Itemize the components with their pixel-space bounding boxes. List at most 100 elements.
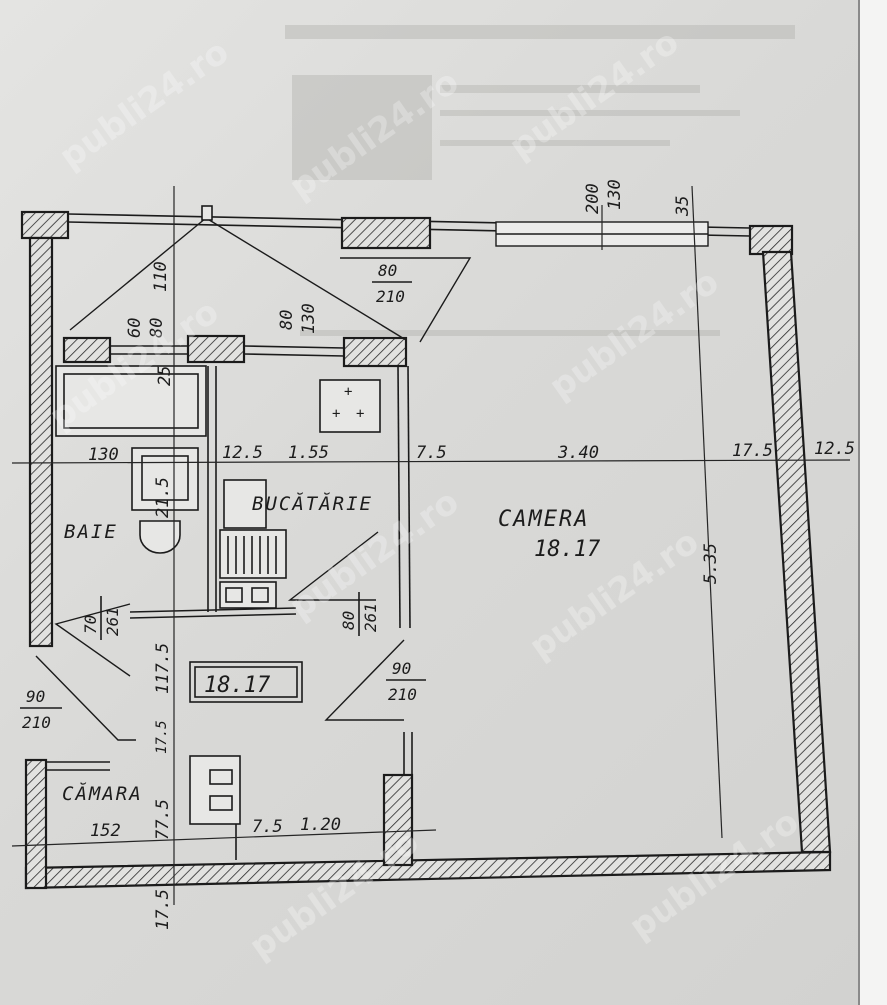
dim-80-b: 80 <box>277 310 297 330</box>
room-area-hall: 18.17 <box>204 673 271 698</box>
door-2-width: 70 <box>81 615 100 634</box>
dim-hall-17-5: 17.5 <box>154 720 170 754</box>
door-swing-5 <box>35 655 136 741</box>
pantry-cabinet-shelf-1 <box>209 769 233 785</box>
dim-117-5: 117.5 <box>153 643 173 694</box>
dim-35: 35 <box>673 196 693 217</box>
room-area-camera: 18.17 <box>534 537 601 562</box>
dim-12-5-b: 12.5 <box>814 439 855 459</box>
dim-line-horizontal-bottom <box>11 829 437 847</box>
door-label-1: 80 210 <box>372 261 412 306</box>
wall-left-upper <box>28 236 54 648</box>
dim-1-20: 1.20 <box>300 815 341 835</box>
door-swing-4 <box>324 639 405 721</box>
door-3-height: 261 <box>361 603 380 632</box>
room-label-camera: CAMERA <box>498 507 589 532</box>
vent-lines <box>69 205 407 341</box>
door-5-width: 90 <box>26 687 45 706</box>
dim-110: 110 <box>151 261 171 292</box>
door-label-2: 70 261 <box>81 596 122 640</box>
pantry-cabinet <box>189 755 241 825</box>
door-swing-3 <box>287 531 379 601</box>
dim-5-35: 5.35 <box>701 543 721 584</box>
door-2-height: 261 <box>103 607 122 636</box>
wall-partition-bath <box>62 336 112 364</box>
wall-top-right <box>748 224 794 256</box>
vent-line-left <box>69 217 207 331</box>
room-label-camara: CĂMARA <box>62 782 143 805</box>
dim-line-horizontal-mid <box>11 459 851 464</box>
dim-1-55: 1.55 <box>288 443 329 463</box>
door-3-width: 80 <box>339 611 358 630</box>
door-1-width: 80 <box>378 261 397 280</box>
kitchen-grill-lines <box>227 536 277 574</box>
kitchen-cooker-ring <box>251 587 269 603</box>
wall-partition-kitchen <box>186 334 246 364</box>
hall-area-box-inner <box>194 666 298 698</box>
wall-top-left <box>20 210 70 240</box>
wall-bath-bottom-inner <box>129 613 297 619</box>
sink-basin <box>141 455 189 501</box>
dim-bottom-7-5: 7.5 <box>252 817 283 837</box>
dim-21-5: 21.5 <box>153 477 173 518</box>
dim-152: 152 <box>90 821 121 841</box>
dim-60: 60 <box>125 318 145 338</box>
stove <box>319 379 381 433</box>
kitchen-cooker-ring <box>225 587 243 603</box>
dim-7-5: 7.5 <box>416 443 447 463</box>
dim-130-a: 130 <box>299 303 319 334</box>
wall-kitchen-right-inner <box>407 365 411 629</box>
kitchen-cabinet <box>223 479 267 529</box>
page-edge <box>858 0 887 1005</box>
door-swing-2 <box>54 603 131 677</box>
watermark: publi24.ro <box>52 32 236 178</box>
door-label-5: 90 210 <box>20 687 62 732</box>
kitchen-sink-counter <box>219 529 287 579</box>
dim-25: 25 <box>155 366 175 386</box>
vent-chimney <box>201 205 213 221</box>
door-4-width: 90 <box>392 659 411 678</box>
window-kitchen-inner <box>243 353 345 357</box>
door-1-height: 210 <box>376 287 405 306</box>
room-label-baie: BAIE <box>64 521 118 543</box>
dim-77-5: 77.5 <box>153 799 173 840</box>
door-5-height: 210 <box>22 713 51 732</box>
door-label-3: 80 261 <box>339 592 380 636</box>
stove-burner: + <box>356 406 364 422</box>
watermark: publi24.ro <box>242 822 426 968</box>
dimension-labels: 110 60 80 80 130 200 130 35 25 130 12.5 … <box>88 179 855 930</box>
wall-partition-kitchen-right <box>342 336 408 368</box>
wall-partition-pantry <box>382 773 414 867</box>
dim-200: 200 <box>583 183 603 214</box>
room-labels: BAIE BUCĂTĂRIE CAMERA 18.17 CĂMARA 18.17 <box>62 492 601 805</box>
ghost-bleed-through <box>285 25 795 336</box>
wall-kitchen-right <box>397 365 401 629</box>
door-label-4: 90 210 <box>386 659 426 704</box>
partitions <box>46 345 413 860</box>
wall-left-lower <box>24 758 48 890</box>
door-swing-1 <box>340 257 472 343</box>
stove-burner: + <box>332 406 340 422</box>
stove-burner: + <box>344 384 352 400</box>
door-swings <box>35 257 472 741</box>
toilet <box>139 520 181 554</box>
dim-80-a: 80 <box>147 318 167 338</box>
pantry-cabinet-shelf-2 <box>209 795 233 811</box>
dim-bottom-17-5: 17.5 <box>153 889 173 930</box>
dim-12-5: 12.5 <box>222 443 263 463</box>
room-label-bucatarie: BUCĂTĂRIE <box>252 492 373 515</box>
window-kitchen <box>243 345 345 349</box>
fixtures: + + + <box>55 365 381 609</box>
door-labels: 80 210 70 261 80 261 90 210 90 210 <box>20 261 426 732</box>
wall-top-mid <box>340 216 432 250</box>
dim-3-40: 3.40 <box>557 443 599 463</box>
dim-line-vertical-right <box>691 185 723 839</box>
bathtub-inner <box>63 373 199 429</box>
hall-area-box <box>189 661 303 703</box>
vent-line-right <box>205 217 407 341</box>
wall-right <box>761 250 832 854</box>
dim-17-5: 17.5 <box>732 441 773 461</box>
dim-130-row: 130 <box>88 445 119 465</box>
